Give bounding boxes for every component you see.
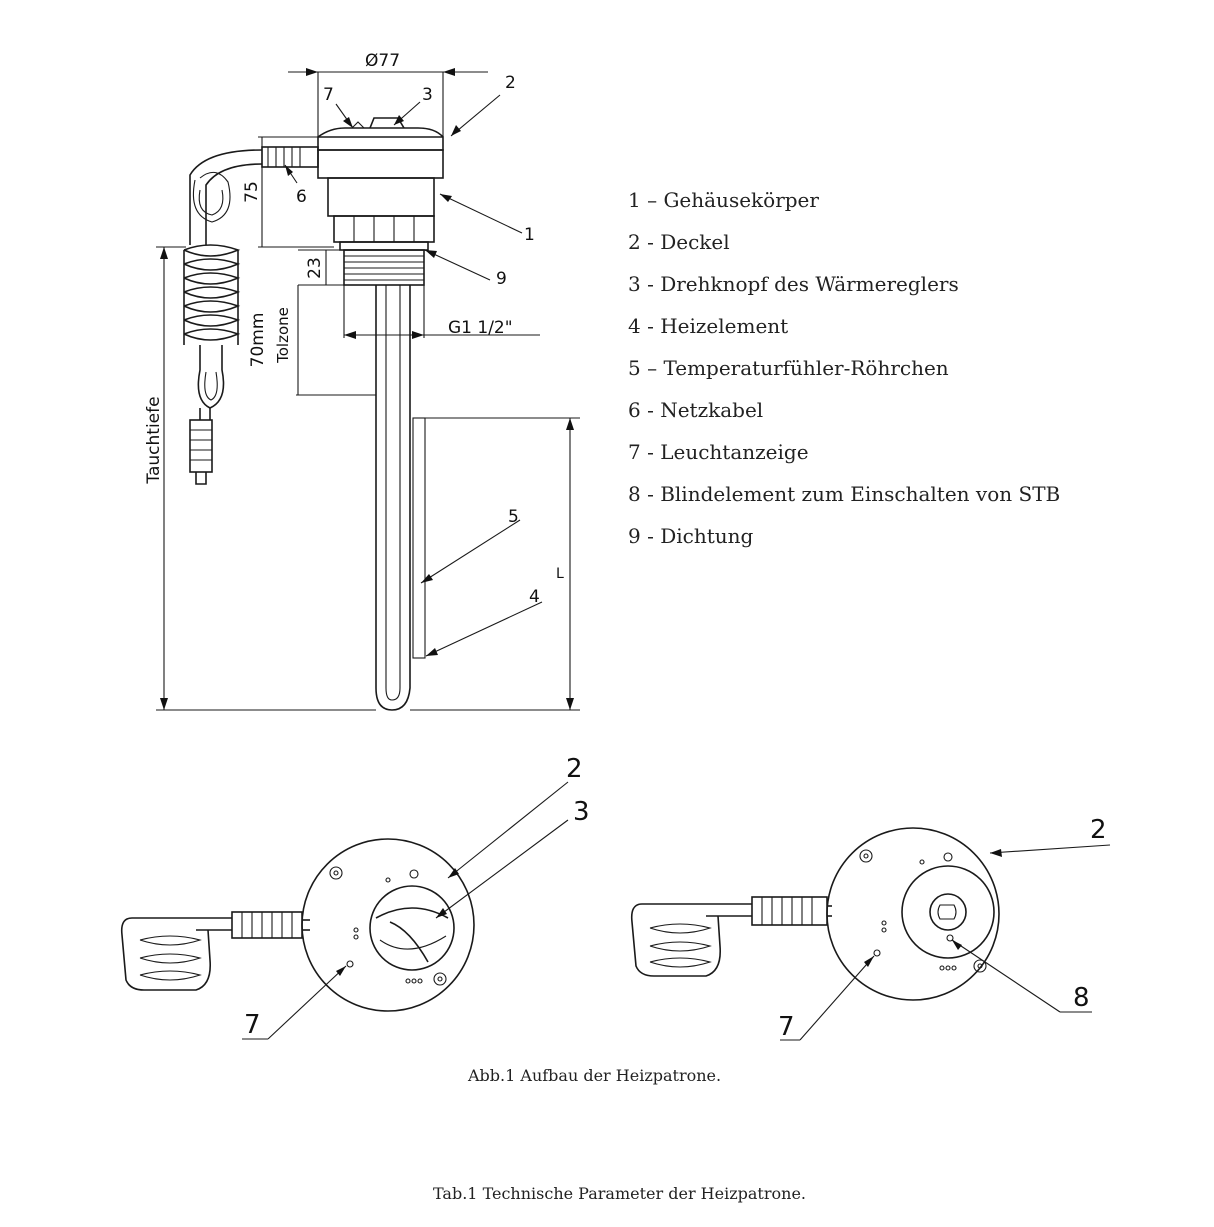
callout-3-top-left: 3 (573, 797, 590, 827)
legend-item: 5 – Temperaturfühler-Röhrchen (628, 356, 949, 380)
coiled-cable (183, 244, 241, 485)
top-view-without-knob (630, 827, 1111, 1041)
cold-zone-label: Tolzone (274, 307, 292, 364)
thread-label: G1 1/2" (448, 318, 513, 338)
cold-zone-value: 70mm (248, 313, 268, 368)
height-23-label: 23 (305, 257, 325, 279)
immersion-depth-label: Tauchtiefe (144, 396, 164, 484)
callout-2-top-left: 2 (566, 754, 583, 784)
callout-3: 3 (422, 85, 433, 105)
legend-item: 9 - Dichtung (628, 524, 754, 548)
callout-6: 6 (296, 187, 307, 207)
legend-item: 4 - Heizelement (628, 314, 789, 338)
top-view-with-knob (120, 781, 569, 1040)
side-view (156, 68, 580, 711)
legend-item: 6 - Netzkabel (628, 398, 764, 422)
table-caption: Tab.1 Technische Parameter der Heizpatro… (433, 1184, 806, 1203)
callout-7-top-left: 7 (244, 1010, 261, 1040)
parts-legend: 1 – Gehäusekörper 2 - Deckel 3 - Drehkno… (628, 183, 1060, 561)
legend-item: 3 - Drehknopf des Wärmereglers (628, 272, 959, 296)
callout-1: 1 (524, 225, 535, 245)
legend-item: 1 – Gehäusekörper (628, 188, 819, 212)
callout-4: 4 (529, 587, 540, 607)
diameter-label: Ø77 (365, 51, 400, 71)
callout-2: 2 (505, 73, 516, 93)
legend-item: 8 - Blindelement zum Einschalten von STB (628, 482, 1061, 506)
callout-7-top-right: 7 (778, 1012, 795, 1042)
callout-5: 5 (508, 507, 519, 527)
height-75-label: 75 (242, 181, 262, 203)
length-label: L (556, 566, 564, 582)
callout-8-top-right: 8 (1073, 983, 1090, 1013)
callout-7: 7 (323, 85, 334, 105)
callout-9: 9 (496, 269, 507, 289)
legend-item: 2 - Deckel (628, 230, 730, 254)
figure-caption: Abb.1 Aufbau der Heizpatrone. (468, 1066, 722, 1085)
legend-item: 7 - Leuchtanzeige (628, 440, 809, 464)
callout-2-top-right: 2 (1090, 815, 1107, 845)
